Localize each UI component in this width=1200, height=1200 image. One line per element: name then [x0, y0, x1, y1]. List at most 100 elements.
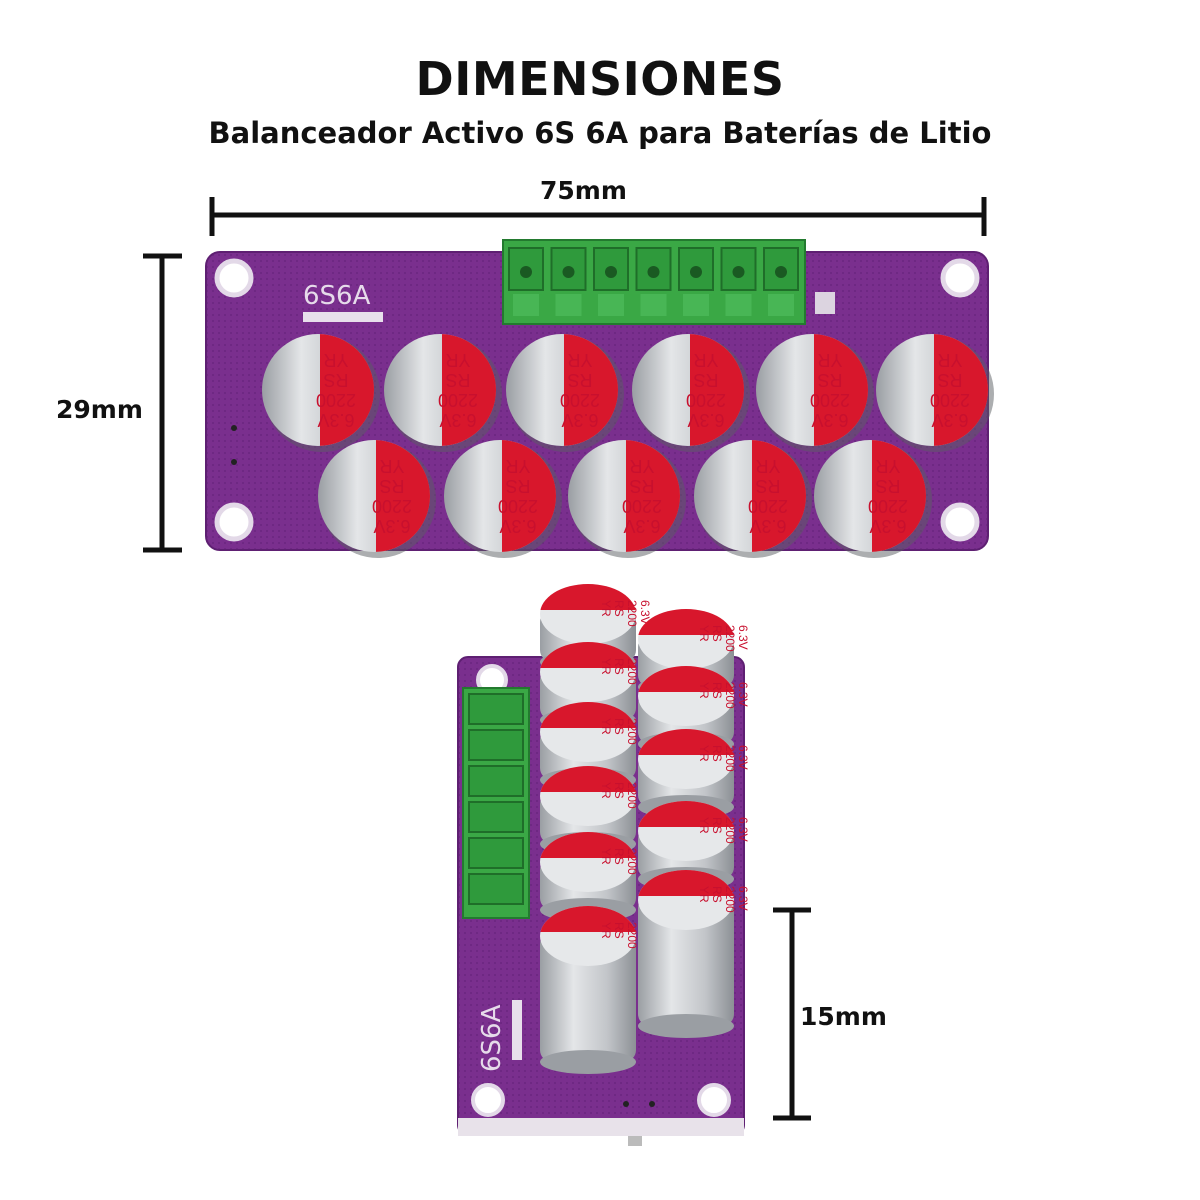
capacitor-marking: YR — [599, 848, 613, 865]
connector-pin — [508, 247, 544, 316]
capacitor-marking: RS — [710, 682, 724, 699]
capacitor-group-side: YRRS22006.3VYRRS22006.3VYRRS22006.3VYRRS… — [540, 584, 750, 1074]
capacitor-marking: RS — [710, 625, 724, 642]
height-label: 29mm — [56, 395, 143, 424]
connector-pin — [593, 247, 629, 316]
capacitor-marking: YR — [629, 456, 654, 476]
capacitor-marking: 6.3V — [736, 625, 750, 650]
depth-dimension-line — [773, 907, 811, 1121]
capacitor-marking: 2200 — [686, 390, 726, 410]
silkscreen-label-side: 6S6A — [477, 1004, 507, 1072]
capacitor-marking: 6.3V — [561, 410, 598, 430]
capacitor-marking: YR — [599, 658, 613, 675]
capacitor-marking: RS — [612, 782, 626, 799]
capacitor-marking: RS — [629, 476, 654, 496]
connector-pin — [468, 765, 524, 797]
depth-label: 15mm — [800, 1002, 887, 1031]
capacitor-marking: YR — [445, 350, 470, 370]
capacitor-marking: RS — [379, 476, 404, 496]
capacitor-marking: RS — [612, 600, 626, 617]
capacitor-marking: YR — [755, 456, 780, 476]
capacitor-marking: RS — [710, 886, 724, 903]
capacitor-marking: YR — [697, 682, 711, 699]
capacitor-marking: 2200 — [868, 496, 908, 516]
capacitor-marking: YR — [599, 922, 613, 939]
silkscreen-label-top: 6S6A — [303, 281, 371, 311]
capacitor-marking: RS — [937, 370, 962, 390]
page-title: DIMENSIONES — [415, 52, 785, 106]
connector-pin — [468, 729, 524, 761]
capacitor-marking: RS — [323, 370, 348, 390]
capacitor-marking: RS — [612, 922, 626, 939]
capacitor-marking: 2200 — [622, 496, 662, 516]
connector-pin — [468, 693, 524, 725]
capacitor-marking: 2200 — [625, 922, 639, 949]
capacitor-marking: YR — [697, 625, 711, 642]
capacitor-marking: 6.3V — [623, 516, 660, 536]
capacitor-marking: 2200 — [625, 782, 639, 809]
capacitor-marking: 6.3V — [499, 516, 536, 536]
capacitor-marking: RS — [710, 817, 724, 834]
capacitor-marking: YR — [599, 600, 613, 617]
connector-pin — [468, 837, 524, 869]
capacitor-marking: RS — [755, 476, 780, 496]
capacitor-marking: RS — [505, 476, 530, 496]
connector-pin — [678, 247, 714, 316]
capacitor-marking: 2200 — [930, 390, 970, 410]
capacitor-marking: 6.3V — [638, 600, 652, 625]
capacitor-marking: RS — [612, 718, 626, 735]
capacitor-marking: YR — [697, 817, 711, 834]
capacitor-marking: 2200 — [560, 390, 600, 410]
capacitor-marking: YR — [599, 718, 613, 735]
capacitor-marking: 2200 — [723, 625, 737, 652]
connector-pin — [468, 801, 524, 833]
terminal-connector-side — [462, 687, 530, 919]
capacitor-marking: 6.3V — [736, 886, 750, 911]
connector-pin — [550, 247, 587, 316]
terminal-connector-top — [502, 239, 806, 325]
capacitor-marking: YR — [875, 456, 900, 476]
capacitor-marking: RS — [875, 476, 900, 496]
capacitor-marking: 2200 — [748, 496, 788, 516]
capacitor-marking: YR — [505, 456, 530, 476]
capacitor-marking: 2200 — [810, 390, 850, 410]
capacitor-marking: YR — [323, 350, 348, 370]
capacitor-marking: YR — [697, 745, 711, 762]
capacitor-marking: YR — [379, 456, 404, 476]
connector-pin — [720, 247, 757, 316]
capacitor-marking: 2200 — [438, 390, 478, 410]
capacitor-marking: YR — [693, 350, 718, 370]
capacitor-marking: 2200 — [316, 390, 356, 410]
capacitor-marking: YR — [567, 350, 592, 370]
width-label: 75mm — [540, 176, 627, 205]
capacitor-marking: 2200 — [723, 745, 737, 772]
capacitor-marking: 6.3V — [373, 516, 410, 536]
capacitor-marking: 6.3V — [687, 410, 724, 430]
capacitor-marking: RS — [612, 658, 626, 675]
capacitor-marking: 6.3V — [736, 682, 750, 707]
capacitor-marking: 6.3V — [317, 410, 354, 430]
capacitor-marking: 2200 — [625, 718, 639, 745]
capacitor-marking: 6.3V — [811, 410, 848, 430]
capacitor-marking: 6.3V — [736, 817, 750, 842]
connector-pin — [468, 873, 524, 905]
capacitor-marking: RS — [693, 370, 718, 390]
capacitor-marking: 2200 — [625, 600, 639, 627]
capacitor-marking: YR — [599, 782, 613, 799]
capacitor-marking: 6.3V — [439, 410, 476, 430]
capacitor-marking: YR — [937, 350, 962, 370]
connector-pin — [763, 247, 799, 316]
capacitor-marking: 6.3V — [736, 745, 750, 770]
capacitor-marking: RS — [445, 370, 470, 390]
width-dimension-line — [209, 197, 987, 236]
